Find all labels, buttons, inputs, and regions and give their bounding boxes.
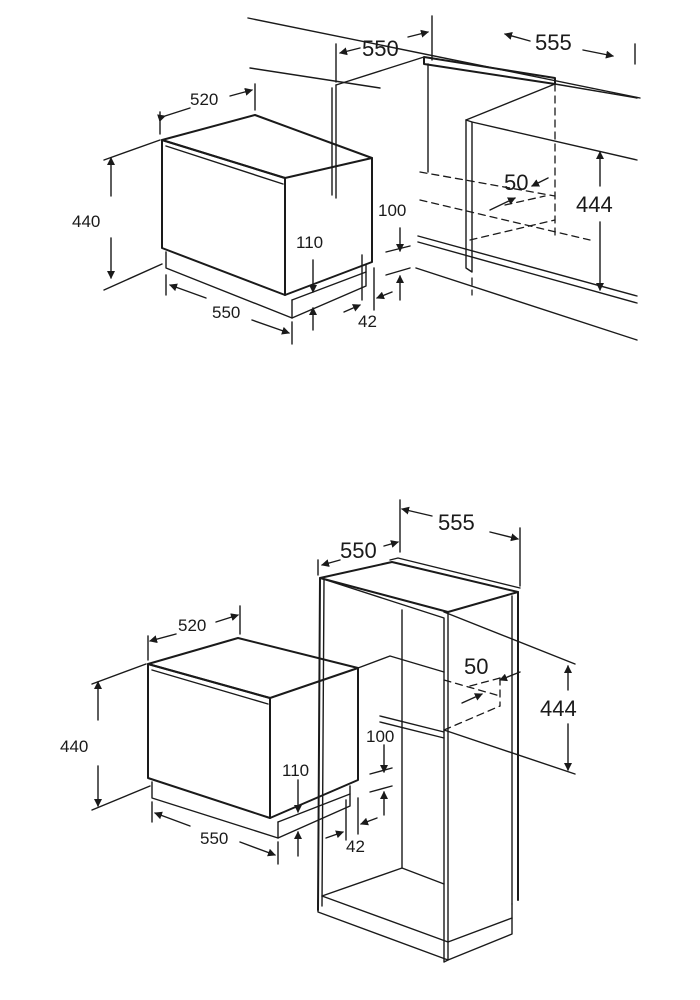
bottom-label-50: 50 xyxy=(464,654,488,679)
top-label-110: 110 xyxy=(296,233,323,252)
top-label-444: 444 xyxy=(576,192,613,217)
bottom-label-110: 110 xyxy=(282,761,309,780)
bottom-diagram: 520 440 550 110 100 42 550 555 444 50 xyxy=(60,499,577,963)
bottom-appliance xyxy=(147,637,359,839)
bottom-label-555: 555 xyxy=(438,510,475,535)
top-diagram: 520 440 550 110 100 42 550 555 444 50 xyxy=(72,15,641,345)
top-label-555: 555 xyxy=(535,30,572,55)
top-niche xyxy=(247,17,641,341)
bottom-label-42: 42 xyxy=(346,837,365,856)
top-label-50: 50 xyxy=(504,170,528,195)
top-appliance-dimensions xyxy=(103,83,411,345)
bottom-label-440: 440 xyxy=(60,737,88,756)
top-label-42: 42 xyxy=(358,312,377,331)
top-label-550-appliance: 550 xyxy=(212,303,240,322)
top-label-440: 440 xyxy=(72,212,100,231)
top-appliance xyxy=(161,114,373,319)
top-label-520: 520 xyxy=(190,90,218,109)
bottom-label-520: 520 xyxy=(178,616,206,635)
bottom-label-550-appliance: 550 xyxy=(200,829,228,848)
bottom-label-550-opening: 550 xyxy=(340,538,377,563)
top-niche-dimensions xyxy=(335,15,636,291)
bottom-cabinet xyxy=(317,557,576,963)
bottom-label-100: 100 xyxy=(366,727,394,746)
top-label-100: 100 xyxy=(378,201,406,220)
bottom-cabinet-dimensions xyxy=(317,499,572,771)
bottom-label-444: 444 xyxy=(540,696,577,721)
bottom-appliance-dimensions xyxy=(91,605,393,865)
top-label-550-opening: 550 xyxy=(362,36,399,61)
